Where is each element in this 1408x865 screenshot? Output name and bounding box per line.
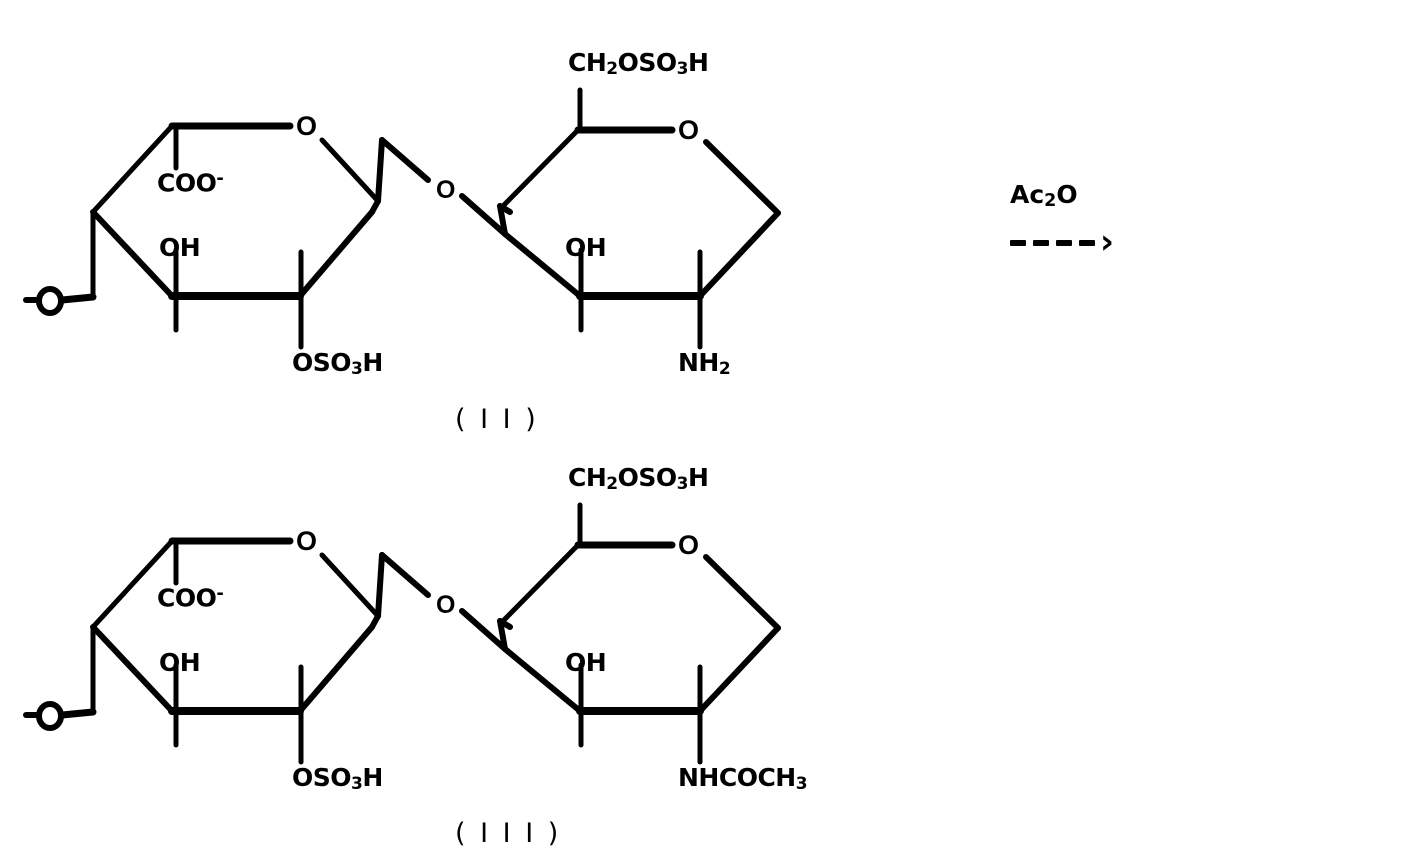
hydroxyl-label-left-ring-ii: OH bbox=[159, 233, 201, 262]
ring-oxygen-label-left-ring-iii: O bbox=[296, 526, 318, 556]
carboxylate-label-ii: COO- bbox=[157, 168, 224, 198]
nhcoch-text: NHCOCH bbox=[678, 763, 796, 792]
arrow-dash-segment bbox=[1010, 240, 1026, 246]
sulfomethyl-label-ii: CH2OSO3H bbox=[568, 48, 709, 80]
ring-oxygen-label-right-ring-iii: O bbox=[678, 530, 700, 560]
arrow-dash-segment bbox=[1033, 240, 1049, 246]
sulfate-ester-label-iii: OSO3H bbox=[292, 765, 383, 793]
sulfomethyl-label-iii: CH2OSO3H bbox=[568, 463, 709, 495]
carboxylate-charge: - bbox=[216, 583, 224, 604]
ch2-text: CH bbox=[568, 48, 607, 77]
oso-tail: H bbox=[687, 463, 709, 492]
arrow-dash-segment bbox=[1056, 240, 1072, 246]
ring-oxygen-label-left-ring-ii: O bbox=[296, 111, 318, 141]
reagent-text: Ac bbox=[1010, 180, 1045, 209]
structure-iii-caption: ( I I I ) bbox=[455, 818, 562, 849]
glycosidic-oxygen-label-ii: O bbox=[436, 176, 456, 204]
ch2-text: CH bbox=[568, 463, 607, 492]
nhcoch-sub: 3 bbox=[795, 774, 808, 795]
oso-text: OSO bbox=[617, 48, 678, 77]
hydroxyl-label-left-ring-iii: OH bbox=[159, 648, 201, 677]
oso3h-tail: H bbox=[362, 763, 383, 792]
oso-tail: H bbox=[687, 48, 709, 77]
reagent-tail: O bbox=[1056, 180, 1078, 209]
acetamido-label-iii: NHCOCH3 bbox=[678, 763, 808, 795]
ring-oxygen-label-right-ring-ii: O bbox=[678, 115, 700, 145]
reaction-arrow: › bbox=[1010, 225, 1114, 259]
oso-sub: 3 bbox=[676, 474, 689, 495]
reagent-sub: 2 bbox=[1044, 190, 1057, 211]
oso3h-sub: 3 bbox=[351, 774, 363, 795]
arrow-dash-segment bbox=[1079, 240, 1095, 246]
glycosidic-oxygen-label-iii: O bbox=[436, 591, 456, 619]
oso3h-text: OSO bbox=[292, 763, 352, 792]
oso-text: OSO bbox=[617, 463, 678, 492]
nh-sub: 2 bbox=[718, 359, 731, 380]
carboxylate-text: COO bbox=[157, 168, 217, 198]
oso3h-text: OSO bbox=[292, 348, 352, 377]
carboxylate-text: COO bbox=[157, 583, 217, 613]
structure-ii-caption: ( I I ) bbox=[455, 404, 539, 435]
hydroxyl-label-right-ring-iii: OH bbox=[565, 648, 607, 677]
ch2-sub: 2 bbox=[606, 474, 618, 495]
reagent-label: Ac2O bbox=[1010, 182, 1078, 210]
carboxylate-label-iii: COO- bbox=[157, 583, 224, 613]
sulfate-ester-label-ii: OSO3H bbox=[292, 350, 383, 378]
oso-sub: 3 bbox=[676, 59, 689, 80]
oso3h-tail: H bbox=[362, 348, 383, 377]
amine-label-ii: NH2 bbox=[678, 348, 731, 380]
nh-text: NH bbox=[678, 348, 719, 377]
ch2-sub: 2 bbox=[606, 59, 618, 80]
carboxylate-charge: - bbox=[216, 168, 224, 189]
oso3h-sub: 3 bbox=[351, 359, 363, 380]
hydroxyl-label-right-ring-ii: OH bbox=[565, 233, 607, 262]
